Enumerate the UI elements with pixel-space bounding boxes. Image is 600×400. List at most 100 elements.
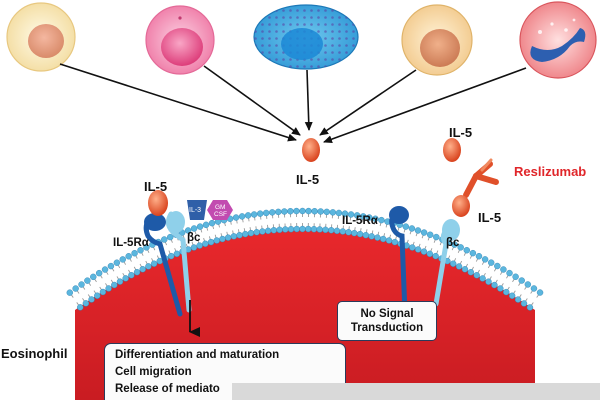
lipid-head <box>497 285 504 292</box>
lipid-head <box>242 230 249 238</box>
lipid-head <box>196 242 203 249</box>
lipid-head <box>518 277 525 284</box>
lipid-head <box>514 296 522 303</box>
lipid-head <box>202 240 209 248</box>
effect-item: Release of mediato <box>115 383 220 395</box>
lipid-head <box>347 211 355 218</box>
lipid-head <box>345 229 352 236</box>
lipid-head <box>213 237 220 244</box>
lipid-head <box>378 216 385 224</box>
lipid-head <box>82 300 90 307</box>
lipid-head <box>450 260 457 267</box>
no-signal-line2: Transduction <box>350 322 424 334</box>
lipid-head <box>420 248 428 255</box>
lipid-head <box>101 266 109 273</box>
right-alpha-label: IL-5Rα <box>342 215 378 227</box>
lipid-head <box>461 266 469 273</box>
lipid-head <box>72 285 79 292</box>
lipid-head <box>520 300 528 307</box>
arrow-cell-4 <box>319 69 417 136</box>
lipid-head <box>202 221 210 229</box>
lipid-head <box>264 227 272 235</box>
lipid-head <box>323 208 330 216</box>
lipid-head <box>276 226 283 234</box>
il5-cytokine <box>302 138 320 162</box>
gmcsf-label-line1: GM <box>215 204 225 211</box>
right-receptor-complex <box>389 138 499 317</box>
lipid-head <box>111 281 118 289</box>
lipid-head <box>433 233 440 241</box>
reslizumab-antibody <box>463 158 499 198</box>
lipid-head <box>356 230 364 238</box>
right-il5-label-bottom: IL-5 <box>478 210 501 225</box>
lipid-head <box>90 273 97 281</box>
left-beta-head <box>167 211 185 233</box>
lipid-head <box>94 292 101 299</box>
il5-cytokine-label: IL-5 <box>296 172 319 187</box>
right-alpha-head <box>389 206 409 224</box>
lipid-head <box>469 249 477 257</box>
il3-label: IL-3 <box>189 207 201 214</box>
lipid-head <box>317 208 324 215</box>
lipid-head <box>353 212 361 219</box>
lipid-head <box>333 227 341 235</box>
lipid-head <box>207 238 215 246</box>
lipid-head <box>293 225 300 233</box>
lipid-head <box>432 252 439 260</box>
lipid-head <box>131 250 138 257</box>
lipid-head <box>299 225 306 233</box>
lipid-head <box>116 278 124 285</box>
lipid-head <box>536 289 544 296</box>
lipid-head <box>408 225 416 232</box>
lipid-head <box>77 304 84 311</box>
lipid-head <box>256 210 264 217</box>
lipid-head <box>485 278 492 285</box>
lipid-head <box>184 227 192 234</box>
arrow-cell-5 <box>323 67 527 144</box>
source-cell-5 <box>519 1 597 79</box>
lipid-head <box>487 259 495 266</box>
reslizumab-label: Reslizumab <box>514 164 586 179</box>
lipid-head <box>253 229 260 236</box>
lipid-head <box>161 236 168 243</box>
lipid-head <box>128 272 135 279</box>
lipid-head <box>190 244 198 251</box>
lipid-head <box>506 269 513 277</box>
right-il5-label-top: IL-5 <box>449 125 472 140</box>
lipid-head <box>282 226 289 233</box>
lipid-head <box>481 256 489 263</box>
lipid-head <box>113 259 121 266</box>
lipid-head <box>196 223 204 230</box>
bottom-gray-strip <box>232 383 600 400</box>
right-il5-ligand-top <box>443 138 461 162</box>
lipid-head <box>66 289 73 296</box>
lipid-head <box>236 231 243 239</box>
lipid-head <box>475 253 483 260</box>
lipid-head <box>269 209 276 216</box>
arrow-cell-3 <box>304 69 313 131</box>
lipid-head <box>230 233 238 240</box>
lipid-head <box>526 304 534 311</box>
right-beta-head <box>442 219 460 241</box>
left-il5-ligand <box>148 190 168 216</box>
lipid-head <box>391 238 399 246</box>
lipid-head <box>467 269 475 276</box>
lipid-head <box>84 277 91 284</box>
effect-item: Cell migration <box>115 366 192 378</box>
lipid-head <box>275 208 282 216</box>
lipid-head <box>473 272 480 279</box>
left-receptor-complex: IL-3 GM CSF <box>143 190 233 337</box>
lipid-head <box>339 228 346 235</box>
arrow-cell-1 <box>59 63 297 142</box>
lipid-head <box>259 228 266 235</box>
lipid-head <box>190 225 198 232</box>
left-alpha-label: IL-5Rα <box>113 237 149 249</box>
source-cell-4 <box>401 4 473 76</box>
lipid-head <box>305 207 312 215</box>
lipid-head <box>524 281 532 288</box>
lipid-head <box>328 227 335 234</box>
lipid-head <box>145 263 152 270</box>
lipid-head <box>270 227 278 234</box>
